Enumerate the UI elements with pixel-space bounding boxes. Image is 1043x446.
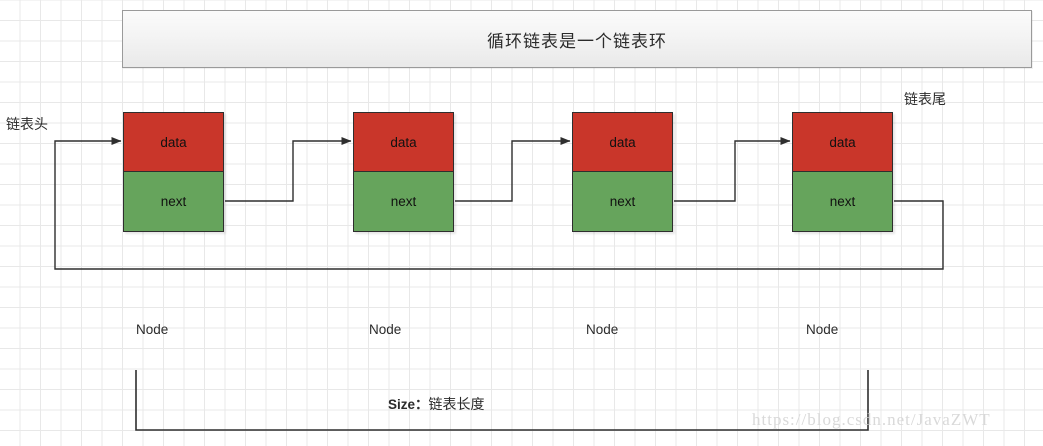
node-2-caption: Node <box>369 322 402 337</box>
node-3-next-cell: next <box>572 172 673 232</box>
size-label-value: 链表长度 <box>428 398 485 413</box>
watermark-text: https://blog.csdn.net/JavaZWT <box>752 410 991 429</box>
page-title: 循环链表是一个链表环 <box>487 31 667 51</box>
list-node-4[interactable]: data next <box>792 112 893 232</box>
wire-node3-to-node4 <box>674 137 791 202</box>
node-3-caption: Node <box>586 322 619 337</box>
node-2-next-cell: next <box>353 172 454 232</box>
list-tail-label: 链表尾 <box>904 93 946 108</box>
list-head-label: 链表头 <box>6 118 48 133</box>
list-node-2[interactable]: data next <box>353 112 454 232</box>
node-4-next-cell: next <box>792 172 893 232</box>
size-label-prefix: Size： <box>388 397 429 412</box>
wire-node1-to-node2 <box>225 137 352 202</box>
node-1-caption: Node <box>136 322 169 337</box>
node-1-next-cell: next <box>123 172 224 232</box>
node-3-data-cell: data <box>572 112 673 172</box>
node-2-data-cell: data <box>353 112 454 172</box>
list-node-3[interactable]: data next <box>572 112 673 232</box>
size-label: Size：链表长度 <box>388 393 485 414</box>
node-4-data-cell: data <box>792 112 893 172</box>
wire-node2-to-node3 <box>455 137 571 202</box>
diagram-title-bar: 循环链表是一个链表环 <box>122 10 1032 68</box>
node-1-data-cell: data <box>123 112 224 172</box>
list-node-1[interactable]: data next <box>123 112 224 232</box>
node-4-caption: Node <box>806 322 839 337</box>
